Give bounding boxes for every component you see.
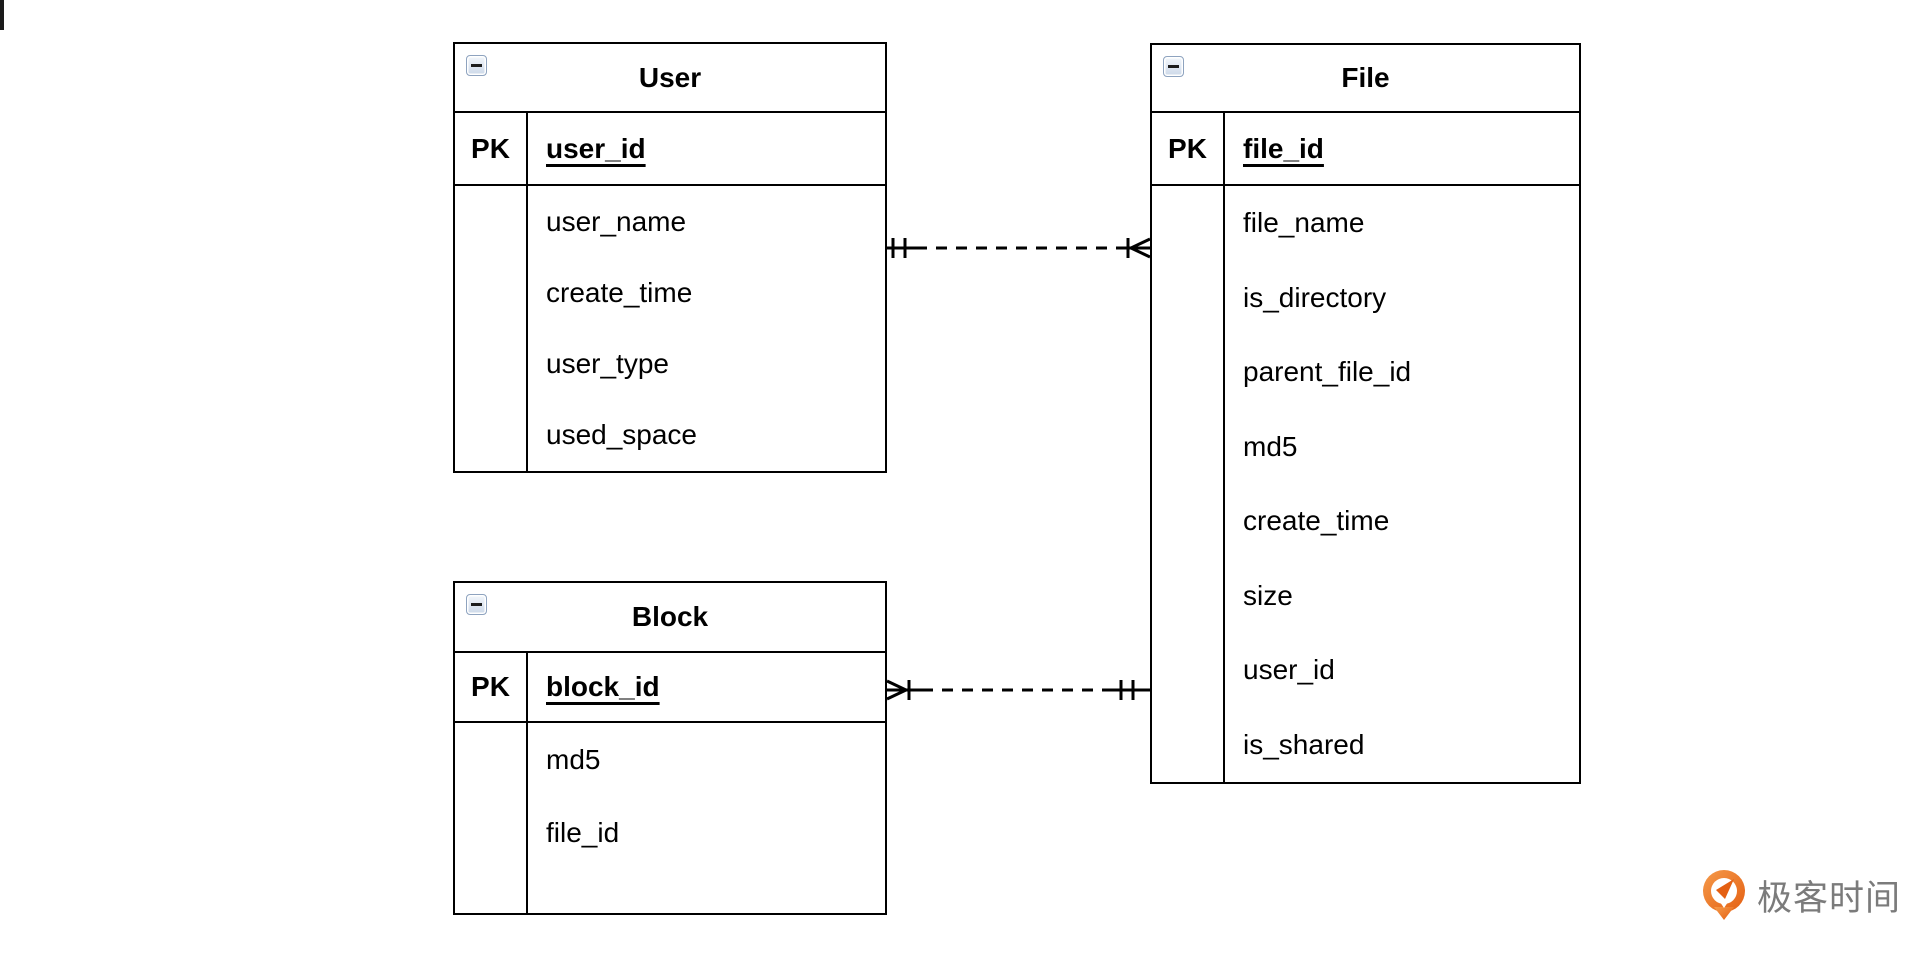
pk-field-name: user_id (546, 132, 646, 164)
entity-title: Block (631, 601, 709, 632)
field-row: size (1243, 579, 1293, 611)
fields-column: md5 file_id (528, 723, 885, 913)
collapse-minus-icon[interactable] (466, 55, 487, 76)
field-row: create_time (546, 276, 693, 308)
field-row: md5 (1243, 430, 1298, 462)
minus-glyph (471, 603, 482, 606)
entity-header: Block (455, 583, 885, 653)
entity-body: user_name create_time user_type used_spa… (455, 186, 885, 471)
minus-glyph (471, 64, 482, 67)
screen-edge-artifact (0, 0, 4, 30)
field-row: user_id (1243, 654, 1335, 686)
collapse-minus-icon[interactable] (466, 594, 487, 615)
pk-field-name: file_id (1243, 132, 1324, 164)
entity-table-file[interactable]: File PK file_id file_name is_directory p… (1150, 43, 1581, 784)
pk-label: PK (455, 113, 528, 184)
entity-table-user[interactable]: User PK user_id user_name create_time us… (453, 42, 887, 473)
pk-column-spacer (1152, 186, 1225, 782)
field-row: parent_file_id (1243, 356, 1412, 388)
pk-label: PK (455, 653, 528, 721)
relationship-block-file[interactable] (886, 679, 1150, 701)
pk-label: PK (1152, 113, 1225, 184)
field-row: file_name (1243, 207, 1365, 239)
entity-table-block[interactable]: Block PK block_id md5 file_id (453, 581, 887, 915)
field-row: is_directory (1243, 281, 1387, 313)
pk-field-name: block_id (546, 671, 660, 702)
pk-row: PK block_id (455, 653, 885, 723)
field-row: md5 (546, 743, 601, 775)
geektime-logo-icon (1703, 870, 1745, 920)
minus-glyph (1168, 65, 1179, 68)
watermark-label: 极客时间 (1757, 878, 1902, 918)
entity-title: File (1341, 62, 1390, 93)
entity-body: md5 file_id (455, 723, 885, 913)
collapse-minus-icon[interactable] (1163, 56, 1184, 77)
fields-column: user_name create_time user_type used_spa… (528, 186, 885, 471)
field-row: user_type (546, 348, 669, 380)
entity-header: User (455, 44, 885, 113)
relationship-user-file[interactable] (887, 237, 1151, 259)
entity-header: File (1152, 45, 1579, 113)
pk-column-spacer (455, 723, 528, 913)
field-row: user_name (546, 205, 687, 237)
pk-row: PK file_id (1152, 113, 1579, 186)
entity-body: file_name is_directory parent_file_id md… (1152, 186, 1579, 782)
entity-title: User (638, 61, 702, 93)
crow-foot-many (886, 679, 907, 701)
pk-row: PK user_id (455, 113, 885, 186)
pk-column-spacer (455, 186, 528, 471)
crow-foot-many (1130, 237, 1151, 259)
field-row: is_shared (1243, 728, 1365, 760)
fields-column: file_name is_directory parent_file_id md… (1225, 186, 1579, 782)
field-row: file_id (546, 816, 620, 848)
field-row: used_space (546, 419, 698, 451)
field-row: create_time (1243, 505, 1390, 537)
watermark: 极客时间 (1701, 868, 1901, 922)
